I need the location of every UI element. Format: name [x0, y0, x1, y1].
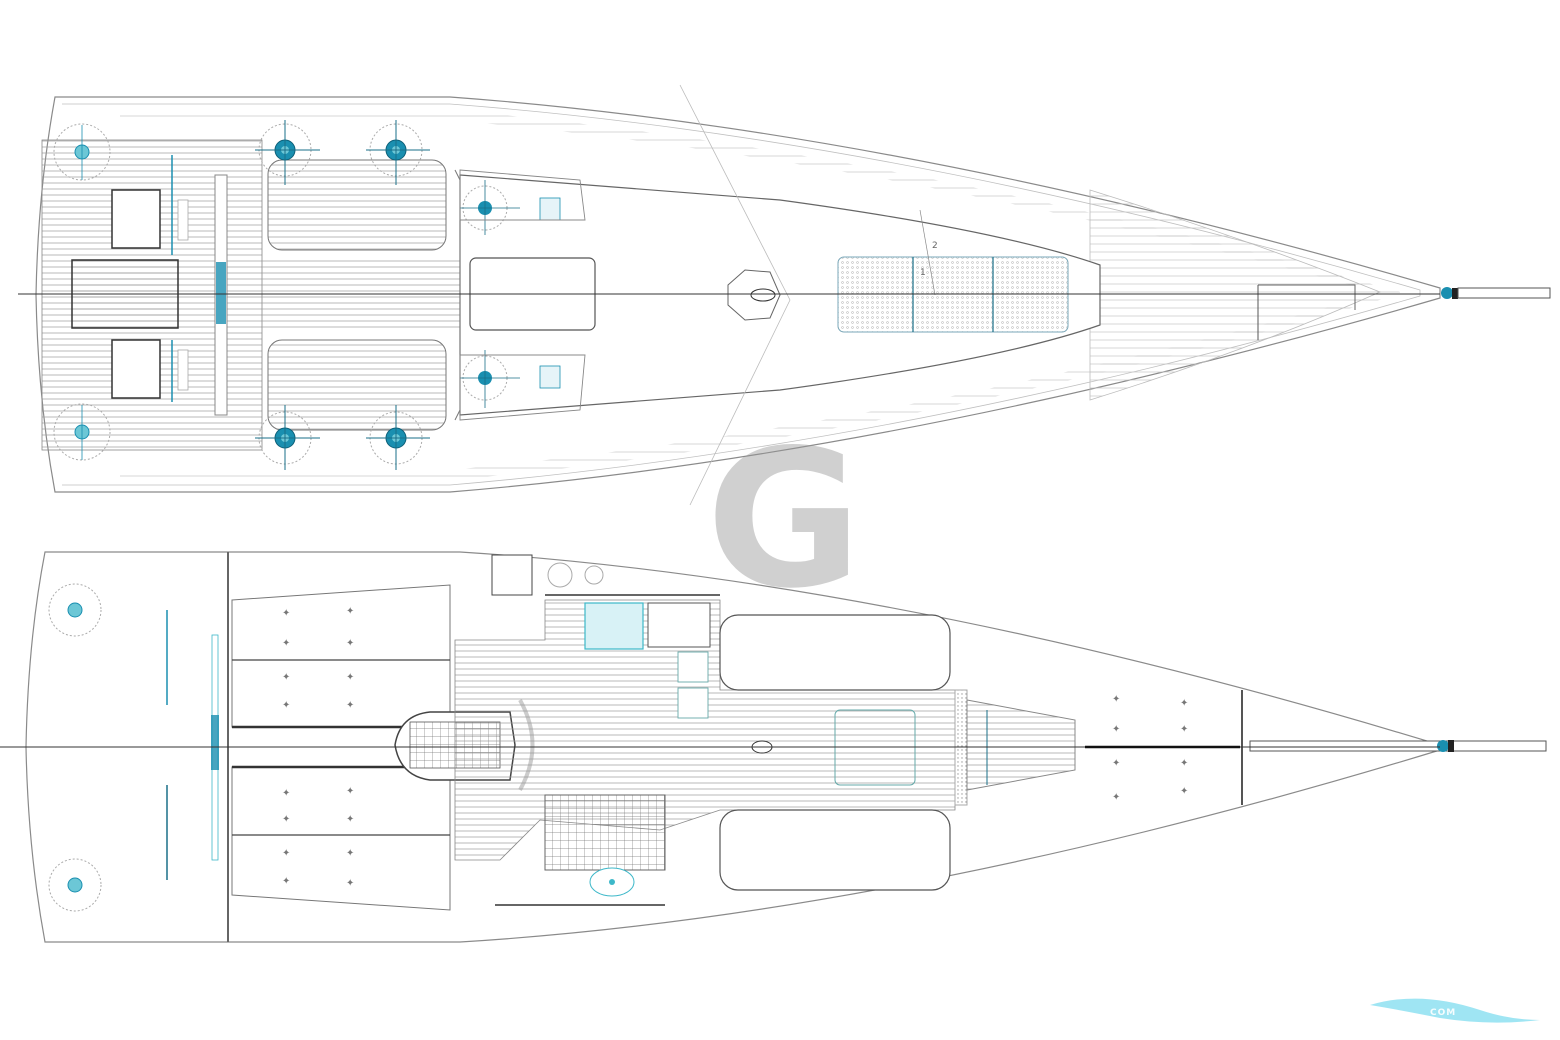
fridge — [647, 602, 711, 648]
bow-locker: ✦ ✦ ✦ ✦ ✦ ✦ ✦ ✦ — [1112, 694, 1188, 803]
dimension-label-1: 1 — [920, 268, 926, 278]
mooring-winch-aft-starboard — [53, 403, 111, 461]
svg-text:✦: ✦ — [282, 672, 290, 683]
svg-text:✦: ✦ — [1112, 758, 1120, 769]
svg-text:✦: ✦ — [282, 700, 290, 711]
deck-plan: 2 1 — [18, 84, 1551, 506]
svg-text:✦: ✦ — [282, 876, 290, 887]
svg-text:✦: ✦ — [1180, 724, 1188, 735]
svg-text:✦: ✦ — [346, 848, 354, 859]
svg-text:✦: ✦ — [346, 606, 354, 617]
mooring-winch-aft-port — [53, 123, 111, 181]
svg-text:✦: ✦ — [1180, 698, 1188, 709]
galley — [491, 554, 720, 719]
dimension-label-2: 2 — [932, 241, 938, 251]
svg-text:✦: ✦ — [282, 788, 290, 799]
winch-secondary-port — [366, 120, 430, 185]
svg-text:✦: ✦ — [1112, 792, 1120, 803]
cabintop-winch-starboard — [460, 350, 561, 408]
svg-text:✦: ✦ — [1112, 724, 1120, 735]
sink-2 — [677, 687, 709, 719]
svg-text:✦: ✦ — [346, 878, 354, 889]
svg-text:✦: ✦ — [282, 814, 290, 825]
svg-text:✦: ✦ — [346, 672, 354, 683]
head — [495, 794, 666, 906]
galley-stove — [584, 602, 644, 650]
svg-text:✦: ✦ — [346, 814, 354, 825]
svg-text:✦: ✦ — [346, 700, 354, 711]
svg-text:✦: ✦ — [282, 608, 290, 619]
svg-text:✦: ✦ — [1180, 786, 1188, 797]
aft-cabin-starboard — [231, 765, 451, 911]
svg-text:✦: ✦ — [282, 638, 290, 649]
settee-starboard — [719, 809, 951, 891]
interior-mooring-winch-port — [48, 583, 102, 637]
svg-text:✦: ✦ — [1112, 694, 1120, 705]
cockpit-bench-starboard — [267, 339, 447, 431]
interior-mooring-winch-starboard — [48, 858, 102, 912]
bowsprit-interior — [1249, 740, 1547, 752]
aft-cabin-port — [231, 584, 451, 729]
hatch-aft-1[interactable] — [111, 189, 161, 249]
forward-cabin-berth — [966, 699, 1076, 791]
winch-primary-starboard — [255, 405, 320, 470]
bunk-markers: ✦ ✦ ✦ ✦ ✦ ✦ ✦ ✦ ✦ ✦ ✦ ✦ ✦ ✦ ✦ ✦ — [282, 606, 354, 889]
winch-primary-port — [255, 120, 320, 185]
winch-secondary-starboard — [366, 405, 430, 470]
cockpit-bench-port — [267, 159, 447, 251]
svg-text:✦: ✦ — [1180, 758, 1188, 769]
bowsprit-deck — [1441, 287, 1551, 299]
settee-port — [719, 614, 951, 691]
cabintop-winch-port — [460, 180, 561, 235]
svg-text:✦: ✦ — [282, 848, 290, 859]
logo-text: COM — [1430, 1008, 1457, 1018]
sink-1 — [677, 651, 709, 683]
svg-text:✦: ✦ — [346, 786, 354, 797]
interior-plan: ✦ ✦ ✦ ✦ ✦ ✦ ✦ ✦ ✦ ✦ ✦ ✦ ✦ ✦ ✦ ✦ — [0, 551, 1547, 943]
mast-step — [727, 269, 781, 321]
hatch-aft-3[interactable] — [111, 339, 161, 399]
brand-logo — [1370, 998, 1540, 1023]
svg-text:✦: ✦ — [346, 638, 354, 649]
